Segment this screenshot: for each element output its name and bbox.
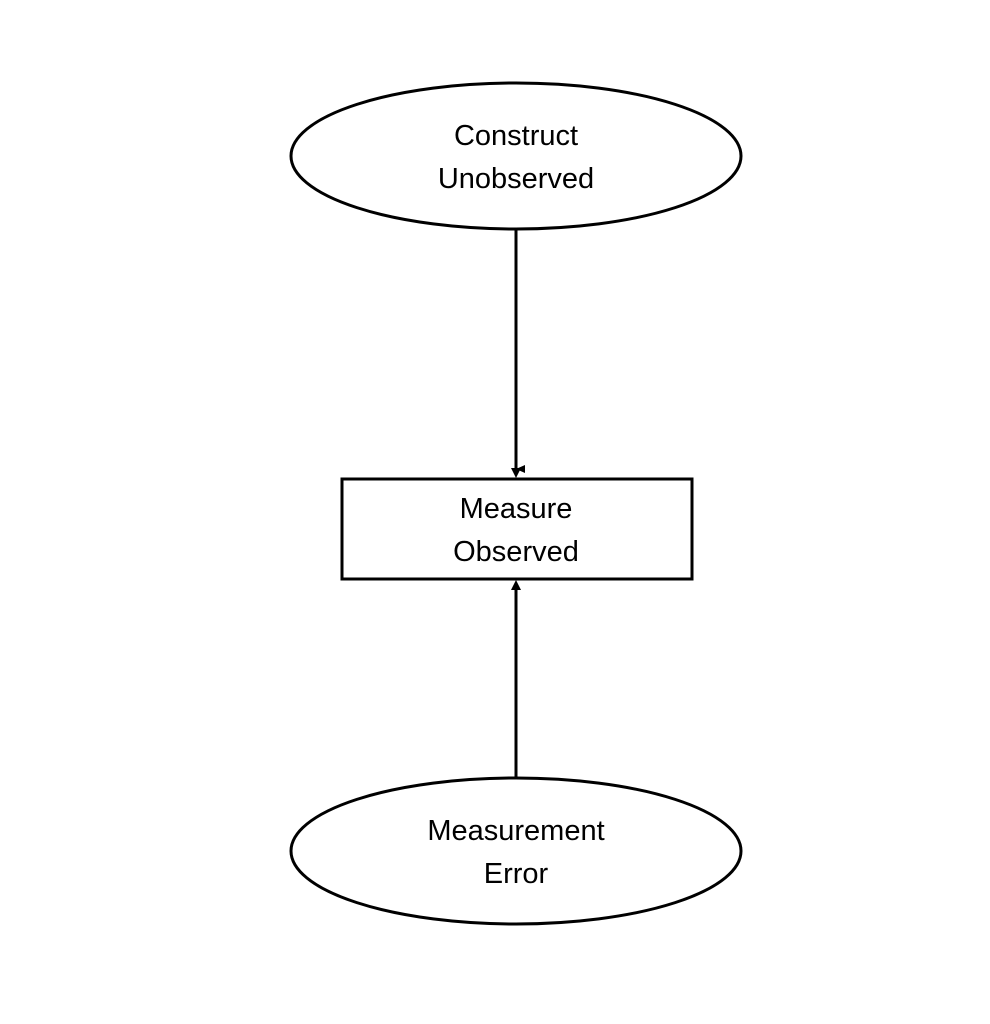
node-construct-shape [289,81,743,231]
edge-error-to-measure-arrowhead [511,580,521,590]
node-construct-label-line2: Unobserved [438,163,594,195]
node-measure-label-line1: Measure [460,493,573,525]
node-measure-label-line2: Observed [453,536,579,568]
edge-construct-to-measure-arrowhead [511,468,521,478]
node-error-label-line1: Measurement [427,815,604,847]
node-error: Measurement Error [289,776,743,926]
node-construct: Construct Unobserved [289,81,743,231]
node-error-shape [289,776,743,926]
node-construct-label-line1: Construct [454,120,578,152]
node-error-label-line2: Error [484,858,549,890]
node-measure-shape [340,477,694,581]
node-measure: Measure Observed [340,477,694,581]
